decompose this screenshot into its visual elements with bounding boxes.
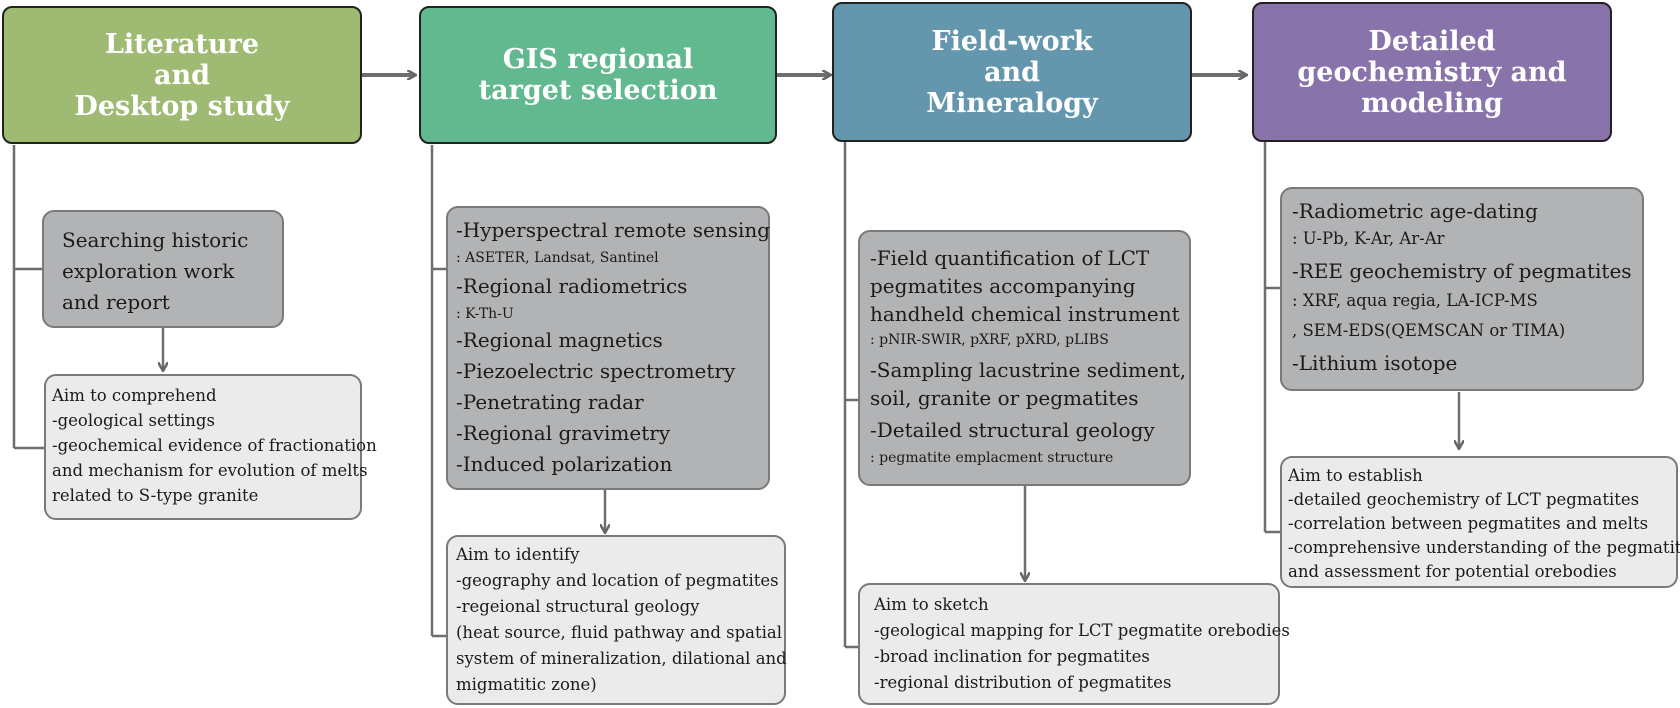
stage3-process-line: pegmatites accompanying: [870, 274, 1136, 298]
stage3-aim-line: Aim to sketch: [874, 595, 989, 614]
stage4-process-box: -Radiometric age-dating : U-Pb, K-Ar, Ar…: [1280, 187, 1644, 391]
stage2-aim-line: -geography and location of pegmatites: [456, 571, 779, 590]
stage2-title-line2: target selection: [478, 75, 718, 106]
stage2-header: GIS regional target selection: [419, 6, 777, 144]
stage1-title-line1: Literature: [104, 28, 260, 60]
stage2-process-line: -Penetrating radar: [456, 390, 644, 414]
stage2-process-line: -Regional magnetics: [456, 328, 663, 352]
stage4-title-line3: modeling: [1361, 87, 1503, 119]
stage2-title-line1: GIS regional: [502, 44, 694, 75]
stage2-aim-box: Aim to identify -geography and location …: [446, 535, 787, 705]
stage2-process-line: : K-Th-U: [456, 306, 514, 322]
stage4-aim-line: and assessment for potential orebodies: [1288, 562, 1617, 581]
stage3-process-line: : pegmatite emplacment structure: [870, 450, 1114, 466]
stage3-title-line1: Field-work: [931, 25, 1093, 57]
stage4-aim-line: -detailed geochemistry of LCT pegmatites: [1288, 490, 1640, 509]
stage4-aim-box: Aim to establish -detailed geochemistry …: [1280, 456, 1680, 588]
stage4-title-line1: Detailed: [1368, 25, 1496, 57]
stage2-aim-line: Aim to identify: [456, 545, 580, 564]
stage4-process-line: , SEM-EDS(QEMSCAN or TIMA): [1292, 321, 1566, 340]
stage1-process-line: Searching historic: [62, 228, 249, 252]
stage1-process-line: and report: [62, 290, 170, 314]
stage1-aim-line: related to S-type granite: [52, 486, 259, 505]
stage1-aim-line: Aim to comprehend: [52, 386, 217, 405]
stage2-process-line: : ASETER, Landsat, Santinel: [456, 250, 659, 266]
stage3-aim-box: Aim to sketch -geological mapping for LC…: [858, 583, 1290, 705]
stage1-aim-line: -geochemical evidence of fractionation: [52, 436, 377, 455]
stage4-process-line: : U-Pb, K-Ar, Ar-Ar: [1292, 229, 1445, 248]
stage2-process-line: -Regional gravimetry: [456, 421, 671, 445]
stage3-process-box: -Field quantification of LCT pegmatites …: [858, 230, 1191, 486]
stage3-aim-line: -broad inclination for pegmatites: [874, 647, 1150, 666]
stage3-process-line: -Detailed structural geology: [870, 418, 1155, 442]
stage1-aim-line: -geological settings: [52, 411, 215, 430]
stage2-process-line: -Induced polarization: [456, 452, 673, 476]
stage2-aim-line: migmatitic zone): [456, 675, 597, 694]
stage2-process-box: -Hyperspectral remote sensing : ASETER, …: [446, 206, 770, 490]
stage2-process-line: -Hyperspectral remote sensing: [456, 218, 771, 242]
stage3-header: Field-work and Mineralogy: [832, 2, 1192, 142]
stage3-process-line: -Sampling lacustrine sediment,: [870, 358, 1187, 382]
stage2-process-line: -Regional radiometrics: [456, 274, 688, 298]
stage4-title-line2: geochemistry and: [1297, 56, 1567, 88]
stage4-header: Detailed geochemistry and modeling: [1252, 2, 1612, 142]
stage4-process-line: -REE geochemistry of pegmatites: [1292, 259, 1632, 283]
stage2-process-line: -Piezoelectric spectrometry: [456, 359, 736, 383]
stage1-header: Literature and Desktop study: [2, 6, 362, 144]
stage3-process-line: soil, granite or pegmatites: [870, 386, 1139, 410]
stage3-aim-line: -regional distribution of pegmatites: [874, 673, 1172, 692]
stage3-title-line2: and: [983, 56, 1040, 88]
stage1-aim-line: and mechanism for evolution of melts: [52, 461, 368, 480]
stage1-process-box: Searching historic exploration work and …: [42, 210, 284, 328]
stage4-aim-line: -correlation between pegmatites and melt…: [1288, 514, 1649, 533]
stage4-process-line: -Lithium isotope: [1292, 351, 1458, 375]
stage2-aim-line: system of mineralization, dilational and: [456, 649, 787, 668]
stage2-aim-line: (heat source, fluid pathway and spatial: [456, 623, 783, 642]
stage1-title-line3: Desktop study: [74, 90, 290, 122]
stage3-process-line: -Field quantification of LCT: [870, 246, 1150, 270]
stage1-title-line2: and: [153, 59, 210, 91]
stage3-aim-line: -geological mapping for LCT pegmatite or…: [874, 621, 1290, 640]
stage4-process-line: -Radiometric age-dating: [1292, 199, 1538, 223]
stage4-aim-line: Aim to establish: [1288, 466, 1423, 485]
stage3-process-line: handheld chemical instrument: [870, 302, 1180, 326]
stage4-aim-line: -comprehensive understanding of the pegm…: [1288, 538, 1680, 557]
stage1-aim-box: Aim to comprehend -geological settings -…: [44, 374, 377, 520]
stage2-aim-line: -regeional structural geology: [456, 597, 700, 616]
stage4-process-line: : XRF, aqua regia, LA-ICP-MS: [1292, 291, 1538, 310]
stage1-process-line: exploration work: [62, 259, 235, 283]
stage3-process-line: : pNIR-SWIR, pXRF, pXRD, pLIBS: [870, 332, 1109, 348]
stage3-title-line3: Mineralogy: [926, 87, 1098, 119]
